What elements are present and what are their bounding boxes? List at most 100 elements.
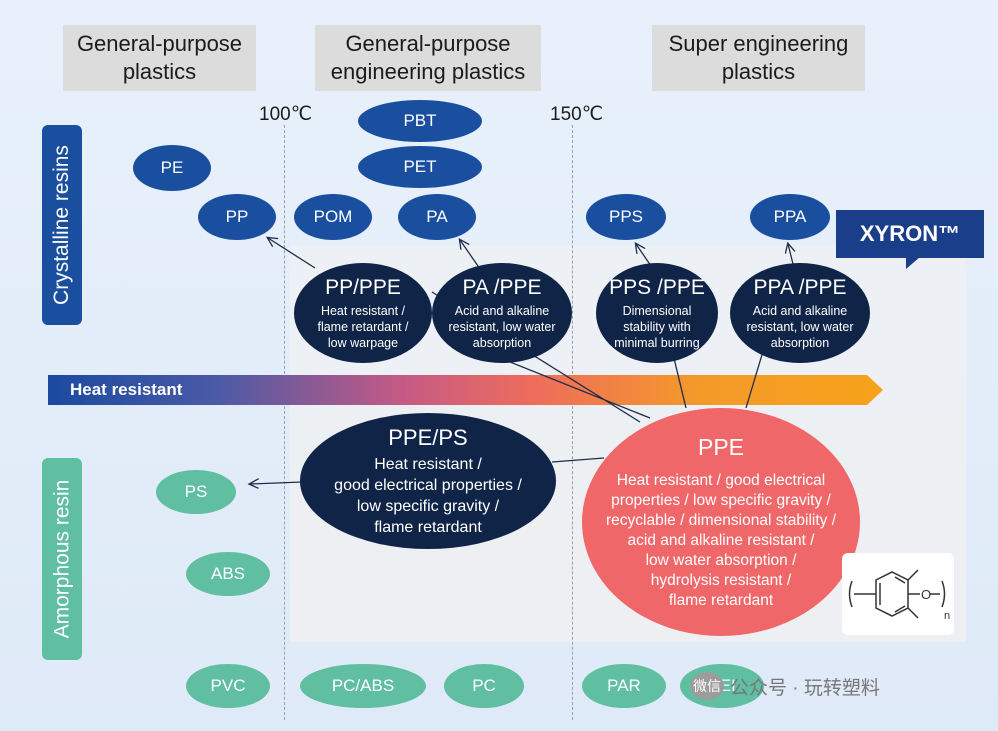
side-label-crystalline: Crystalline resins bbox=[42, 125, 82, 325]
ppe-chemical-structure: O n bbox=[842, 553, 954, 635]
wechat-icon: 微信 bbox=[690, 672, 724, 700]
arrow-ppeps-to-ps bbox=[250, 482, 303, 484]
arrow-ppppe-to-pp bbox=[268, 238, 316, 269]
resin-label: PS bbox=[184, 482, 208, 501]
alloy-desc-line: absorption bbox=[472, 335, 532, 350]
divider-150 bbox=[572, 125, 573, 720]
alloy-title: PPS /PPE bbox=[609, 275, 705, 299]
benzene-ring-icon: O n bbox=[848, 569, 950, 622]
resin-label: POM bbox=[313, 207, 353, 226]
alloy-title: PPE/PS bbox=[388, 424, 468, 450]
watermark: 微信 公众号 · 玩转塑料 bbox=[690, 672, 880, 700]
alloy-desc-line: good electrical properties / bbox=[334, 476, 522, 494]
alloy-desc: Dimensional stability with minimal burri… bbox=[614, 303, 699, 351]
ppe-desc-line: Heat resistant / good electrical bbox=[616, 471, 826, 489]
resin-label: PPA bbox=[773, 207, 807, 226]
alloy-desc-line: resistant, low water bbox=[448, 319, 556, 334]
alloy-title: PPA /PPE bbox=[753, 275, 847, 299]
alloy-desc-line: Heat resistant / bbox=[320, 303, 406, 318]
resin-pet: PET bbox=[358, 146, 482, 188]
alloy-desc-line: minimal burring bbox=[614, 335, 700, 350]
repeat-subscript: n bbox=[944, 610, 950, 622]
alloy-pps-ppe: PPS /PPE Dimensional stability with mini… bbox=[596, 263, 718, 363]
temp-150: 150℃ bbox=[550, 104, 604, 125]
link-ppe-ppappe bbox=[745, 347, 765, 409]
category-super-engineering: Super engineering plastics bbox=[652, 25, 865, 91]
heat-resistant-label: Heat resistant bbox=[70, 380, 183, 399]
resin-pom: POM bbox=[294, 194, 372, 240]
category-label: General-purpose plastics bbox=[76, 31, 243, 84]
resin-pvc: PVC bbox=[186, 664, 270, 708]
category-label: General-purpose engineering plastics bbox=[330, 31, 526, 84]
side-label-amorphous: Amorphous resin bbox=[42, 458, 82, 660]
alloy-desc-line: Acid and alkaline bbox=[454, 303, 550, 318]
resin-pa: PA bbox=[398, 194, 476, 240]
resin-label: PP bbox=[225, 207, 249, 226]
alloy-title: PA /PPE bbox=[462, 275, 542, 299]
alloy-desc-line: resistant, low water bbox=[746, 319, 854, 334]
resin-abs: ABS bbox=[186, 552, 270, 596]
xyron-badge-tail bbox=[906, 257, 920, 269]
resin-ppa: PPA bbox=[750, 194, 830, 240]
oxygen-atom: O bbox=[921, 587, 931, 602]
link-ppe-ppeps bbox=[551, 457, 605, 463]
resin-pp: PP bbox=[198, 194, 276, 240]
resin-label: PE bbox=[160, 158, 184, 177]
ppe-desc-line: acid and alkaline resistant / bbox=[627, 531, 815, 549]
ppe-desc-line: hydrolysis resistant / bbox=[650, 571, 792, 589]
alloy-desc-line: low specific gravity / bbox=[356, 497, 500, 515]
alloy-desc-line: low warpage bbox=[327, 335, 399, 350]
resin-pe: PE bbox=[133, 145, 211, 191]
ppe-desc-line: low water absorption / bbox=[645, 551, 797, 569]
divider-100 bbox=[284, 125, 285, 720]
resin-pc: PC bbox=[444, 664, 524, 708]
link-ppe-pappe bbox=[504, 359, 651, 419]
resin-pc-abs: PC/ABS bbox=[300, 664, 426, 708]
xyron-badge: XYRON™ bbox=[836, 210, 984, 258]
alloy-desc-line: Acid and alkaline bbox=[752, 303, 848, 318]
resin-label: PA bbox=[426, 207, 448, 226]
alloy-ppa-ppe: PPA /PPE Acid and alkaline resistant, lo… bbox=[730, 263, 870, 363]
alloy-title: PP/PPE bbox=[325, 275, 401, 299]
alloy-desc-line: absorption bbox=[770, 335, 830, 350]
ppe-desc-line: recyclable / dimensional stability / bbox=[605, 511, 837, 529]
alloy-ppe-ps: PPE/PS Heat resistant / good electrical … bbox=[300, 413, 556, 549]
alloy-desc-line: Dimensional bbox=[622, 303, 692, 318]
alloy-desc: Acid and alkaline resistant, low water a… bbox=[449, 303, 556, 351]
arrow-ppsppe-to-pps bbox=[636, 244, 652, 267]
arrow-ppappe-to-ppa bbox=[788, 244, 793, 265]
heat-resistant-arrow: Heat resistant bbox=[48, 375, 883, 405]
arrow-pappe-to-pa bbox=[460, 240, 479, 267]
resin-label: PAR bbox=[607, 676, 641, 695]
alloy-desc-line: Heat resistant / bbox=[374, 455, 482, 473]
alloy-pa-ppe: PA /PPE Acid and alkaline resistant, low… bbox=[432, 263, 572, 363]
alloy-desc-line: flame retardant / bbox=[317, 319, 409, 334]
category-label: Super engineering plastics bbox=[668, 31, 849, 84]
ppe-desc-line: flame retardant bbox=[668, 591, 774, 609]
resin-label: PVC bbox=[210, 676, 246, 695]
alloy-pp-ppe: PP/PPE Heat resistant / flame retardant … bbox=[294, 263, 432, 363]
resin-label: PPS bbox=[608, 207, 644, 226]
alloy-desc: Acid and alkaline resistant, low water a… bbox=[747, 303, 854, 351]
alloy-desc: Heat resistant / flame retardant / low w… bbox=[317, 303, 408, 351]
alloy-desc-line: stability with bbox=[623, 319, 691, 334]
ppe-title: PPE bbox=[697, 433, 745, 460]
watermark-text: 公众号 · 玩转塑料 bbox=[730, 677, 880, 699]
resin-ps: PS bbox=[156, 470, 236, 514]
resin-ppe: PPE Heat resistant / good electrical pro… bbox=[582, 408, 860, 636]
alloy-desc: Heat resistant / good electrical propert… bbox=[334, 454, 522, 538]
resin-label: PET bbox=[403, 157, 437, 176]
resin-label: PBT bbox=[403, 111, 437, 130]
resin-label: ABS bbox=[210, 564, 246, 583]
category-engineering: General-purpose engineering plastics bbox=[315, 25, 541, 91]
ppe-desc-line: properties / low specific gravity / bbox=[611, 491, 831, 509]
ppe-desc: Heat resistant / good electrical propert… bbox=[606, 471, 836, 611]
resin-pbt: PBT bbox=[358, 100, 482, 142]
resin-label: PC/ABS bbox=[331, 676, 395, 695]
resin-pps: PPS bbox=[586, 194, 666, 240]
resin-label: PC bbox=[472, 676, 496, 695]
alloy-desc-line: flame retardant bbox=[374, 518, 482, 536]
resin-par: PAR bbox=[582, 664, 666, 708]
temp-100: 100℃ bbox=[259, 104, 313, 125]
